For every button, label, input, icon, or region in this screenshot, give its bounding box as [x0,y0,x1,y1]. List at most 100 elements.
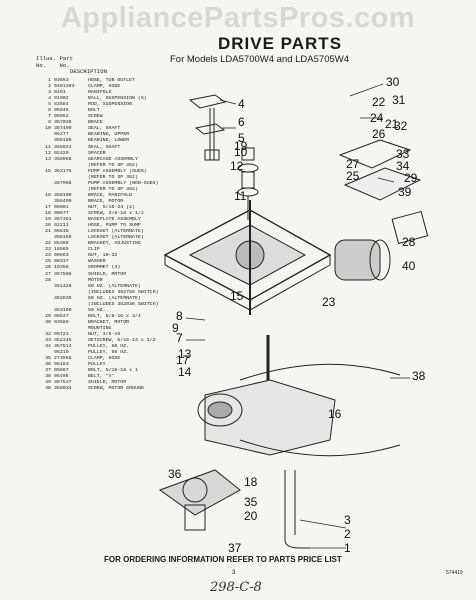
parts-row-number: 18 [45,211,51,217]
parts-row-description: PUMP ASSEMBLY (SUDS) [88,168,147,174]
parts-row-number: 27 [45,271,51,277]
parts-row-number: 23 [45,247,51,253]
parts-row-part-number: 358034 [54,386,72,392]
parts-row-description: BEARING, UPPER [88,132,130,138]
callout-number: 7 [176,331,183,345]
parts-row-number: 2 [48,84,51,90]
parts-row-part-number: 91902 [54,96,69,102]
callout-number: 40 [402,259,416,273]
callout-number: 25 [346,169,360,183]
parts-row-part-number: 93569 [54,319,69,325]
parts-row-description: BRACE, MOTOR [88,198,124,204]
callout-number: 15 [230,289,244,303]
parts-row-description: SHIELD, MOTOR [88,271,127,277]
callout-number: 30 [386,75,400,89]
parts-row-description: BELT, "V" [88,374,115,380]
parts-row-part-number: 363199 [54,307,72,313]
parts-row-description: 50 HZ. [88,307,106,313]
parts-row-description: HOSE, PUMP TO SUMP [88,223,141,229]
parts-row-number: 1 [48,78,51,83]
parts-row-part-number: 95962 [54,114,69,120]
parts-row-description: (REFER TO SP 362) [88,174,138,180]
parts-row-number: 17 [45,204,51,210]
callout-number: 37 [228,541,242,555]
parts-row-description: SETSCREW, 5/16-24 x 1/2 [88,338,156,344]
parts-row-description: BRACE, MANIFOLD [88,192,133,198]
header-no: No. No. [36,61,70,69]
callout-number: 8 [176,309,183,323]
parts-row-description: ROD, SUSPENSION [88,102,133,108]
callout-number: 34 [396,159,410,173]
callout-number: 39 [398,185,412,199]
callout-number: 29 [404,171,418,185]
callout-number: 20 [244,509,258,523]
parts-row-description: PULLEY, 50 HZ. [88,350,130,356]
parts-row-part-number: 90663 [54,253,69,259]
model-subtitle: For Models LDA5700W4 and LDA5705W4 [170,54,350,65]
parts-row-number: 3 [48,90,51,96]
parts-list-row: 358499 BRACE, MOTOR [36,199,186,205]
parts-row-description: CLAMP, HOSE [88,356,121,362]
parts-row-number: 28 [45,277,51,283]
callout-number: 23 [322,295,336,309]
parts-row-part-number: 357038 [54,120,72,126]
callout-number: 6 [238,115,245,129]
parts-row-description: (REFER TO SP 362) [88,162,138,168]
parts-row-part-number: 358100 [54,192,72,198]
parts-row-part-number: 93653 [54,78,69,83]
parts-row-description: SCREW, 3/8-16 x 1/2 [88,211,144,217]
callout-number: 28 [402,235,416,249]
callout-number: 24 [370,111,384,125]
parts-row-description: (REFER TO SP 362) [88,186,138,192]
parts-row-description: BRACKET, ADJUSTING [88,241,141,247]
baseplate-drawing [163,200,332,315]
callout-number: 38 [412,369,426,383]
parts-row-number: 16 [45,192,51,198]
parts-list-row: (INCLUDES 362758 SWITCH) [36,290,186,296]
gearcase-drawing [197,335,401,457]
parts-row-description: BEARING, LOWER [88,138,130,144]
parts-row-part-number: 85386 [54,241,69,247]
parts-row-number: 33 [45,338,51,344]
header-illus: Illus. Part [36,55,73,62]
parts-row-description: SEAL, SHAFT [88,126,121,132]
shaft-seals-drawing [237,147,259,220]
parts-row-number: 4 [48,96,51,102]
parts-row-description: HOSE, TUB OUTLET [88,78,135,83]
parts-row-part-number: 90721 [54,331,69,337]
parts-row-part-number: 357409 [54,126,72,132]
parts-row-number: 22 [45,241,51,247]
parts-row-number: 39 [45,380,51,386]
parts-row-part-number: 8491 [54,90,66,96]
callout-number: 32 [394,119,408,133]
callout-number: 18 [244,475,258,489]
parts-list-row: 363199 50 HZ. [36,308,186,314]
parts-row-part-number: 92211 [54,223,69,229]
parts-row-description: BASEPLATE ASSEMBLY [88,217,141,223]
callout-number: 31 [392,93,406,107]
parts-row-description: BOLT [88,108,100,114]
parts-row-part-number: 358499 [54,198,72,204]
parts-row-number: 35 [45,356,51,362]
motor-drawing [334,139,429,281]
parts-row-description: MOUNTING [88,325,112,331]
parts-row-part-number: 92429 [54,150,69,156]
parts-list-row: (REFER TO SP 362) [36,187,186,193]
callout-number: 13 [178,347,192,361]
callout-number: 9 [172,321,179,335]
